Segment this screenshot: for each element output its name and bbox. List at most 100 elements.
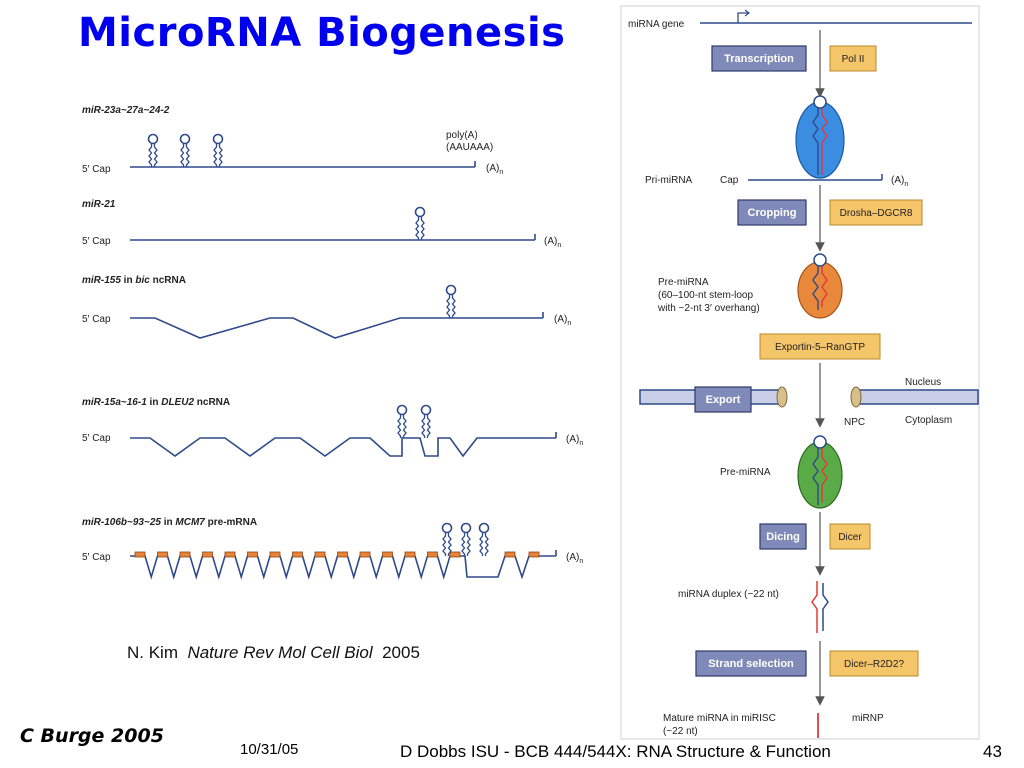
exon-5 — [224, 551, 236, 558]
r2d2-enzyme — [829, 650, 919, 677]
pre-mirna-detail-2: with ~2-nt 3′ overhang) — [657, 303, 760, 314]
gene-5-name: miR-106b~93~25 in MCM7 pre-mRNA — [82, 517, 257, 528]
gene-4-polya: (A)n — [566, 434, 583, 447]
exon-3 — [179, 551, 191, 558]
export-step — [694, 386, 752, 413]
gene-5-transcript-path — [130, 555, 556, 580]
footer-course: D Dobbs ISU - BCB 444/544X: RNA Structur… — [400, 742, 831, 761]
duplex-strand-red — [811, 581, 818, 633]
gene-1-hairpin-2 — [179, 133, 191, 168]
footer-date: 10/31/05 — [240, 741, 299, 758]
dicing-label: Dicing — [766, 531, 800, 543]
exon-9 — [314, 551, 326, 558]
exon-1 — [134, 551, 146, 558]
mirnp-label: miRNP — [852, 713, 884, 724]
citation-author: N. Kim — [127, 643, 178, 662]
gene-4-cap: 5′ Cap — [82, 433, 111, 444]
duplex-strand-blue — [822, 583, 829, 631]
citation: N. Kim Nature Rev Mol Cell Biol 2005 — [127, 643, 420, 663]
transcription-step — [711, 45, 807, 72]
exon-4 — [202, 551, 213, 558]
gene-2-cap: 5′ Cap — [82, 236, 111, 247]
gene-3-name: miR-155 in bic ncRNA — [82, 275, 186, 286]
npc-label: NPC — [844, 417, 865, 428]
gene-4-hairpin-2 — [420, 404, 432, 439]
gene-3-polya: (A)n — [554, 314, 571, 327]
gene-5-rna-line — [130, 550, 557, 580]
gene-2-polya: (A)n — [544, 236, 561, 249]
exon-14 — [427, 551, 438, 558]
exon-2 — [157, 551, 168, 558]
gene-5-hairpin-1 — [441, 522, 453, 557]
gene-5-exons — [134, 551, 540, 558]
citation-year: 2005 — [382, 643, 420, 662]
gene-1-polya-signal: poly(A) — [446, 130, 478, 141]
pri-mirna-label: Pri-miRNA — [645, 175, 693, 186]
pol-ii-enzyme — [829, 45, 877, 72]
duplex-label: miRNA duplex (~22 nt) — [678, 589, 779, 600]
cropping-step — [737, 199, 807, 226]
exon-12 — [382, 551, 393, 558]
pre-mirna-label-1: Pre-miRNA — [658, 277, 709, 288]
biogenesis-pathway: miRNA gene Transcription Pol II Pri-miRN… — [620, 5, 980, 740]
gene-1-polya-signal-seq: (AAUAAA) — [446, 142, 493, 153]
exon-11 — [359, 551, 371, 558]
gene-5-hairpin-3 — [478, 522, 490, 557]
exon-16 — [504, 551, 516, 558]
transcription-start-arrow — [737, 12, 748, 23]
gene-1-polya: (A)n — [486, 163, 503, 176]
drosha-enzyme — [829, 199, 923, 226]
dicing-step — [759, 523, 807, 550]
gene-1-cap: 5′ Cap — [82, 164, 111, 175]
exon-10 — [337, 551, 348, 558]
gene-2-hairpin-1 — [414, 206, 426, 241]
cytoplasm-label: Cytoplasm — [905, 415, 952, 426]
npc-right — [850, 386, 862, 408]
pre-mirna-cytoplasmic — [797, 441, 843, 509]
gene-5-hairpin-2 — [460, 522, 472, 557]
mirna-gene-label: miRNA gene — [628, 19, 685, 30]
nucleus-label: Nucleus — [905, 377, 941, 388]
gene-3-cap: 5′ Cap — [82, 314, 111, 325]
citation-journal: Nature Rev Mol Cell Biol — [187, 643, 373, 662]
nuclear-membrane-right — [857, 389, 979, 405]
mature-mirna-label: Mature miRNA in miRISC — [663, 713, 776, 724]
gene-4-hairpin-1 — [396, 404, 408, 439]
strand-selection-label: Strand selection — [708, 658, 794, 670]
author-credit: C Burge 2005 — [20, 725, 164, 747]
drosha-label: Drosha–DGCR8 — [840, 208, 913, 219]
slide-title: MicroRNA Biogenesis — [78, 10, 566, 56]
export-label: Export — [706, 394, 741, 406]
gene-1-hairpin-3 — [212, 133, 224, 168]
strand-selection-step — [695, 650, 807, 677]
mature-mirna-length: (~22 nt) — [663, 726, 698, 737]
gene-3-rna-line — [130, 317, 543, 339]
transcription-label: Transcription — [724, 53, 794, 65]
pri-cap-label: Cap — [720, 175, 739, 186]
gene-3-hairpin-1 — [445, 284, 457, 319]
gene-2-name: miR-21 — [82, 199, 116, 210]
pri-mirna-complex — [795, 101, 845, 179]
cropping-label: Cropping — [748, 207, 797, 219]
npc-left — [776, 386, 788, 408]
exportin-label: Exportin-5–RanGTP — [775, 342, 865, 353]
pre-mirna-nuclear — [797, 261, 843, 319]
exon-13 — [404, 551, 416, 558]
exon-8 — [292, 551, 303, 558]
pol-ii-label: Pol II — [842, 54, 865, 65]
gene-4-name: miR-15a~16-1 in DLEU2 ncRNA — [82, 397, 230, 408]
gene-1-name: miR-23a~27a~24-2 — [82, 105, 170, 116]
exon-17 — [528, 551, 540, 558]
pri-polya: (A)n — [891, 175, 908, 188]
dicer-enzyme — [829, 523, 871, 550]
exon-6 — [247, 551, 258, 558]
exportin-enzyme — [759, 333, 881, 360]
gene-5-polya: (A)n — [566, 552, 583, 565]
gene-4-rna-line — [130, 437, 556, 458]
r2d2-label: Dicer–R2D2? — [844, 659, 904, 670]
exon-7 — [269, 551, 281, 558]
dicer-label: Dicer — [838, 532, 862, 543]
pre-mirna-label-2: Pre-miRNA — [720, 467, 771, 478]
pre-mirna-detail-1: (60–100-nt stem-loop — [658, 290, 753, 301]
gene-1-hairpin-1 — [147, 133, 159, 168]
